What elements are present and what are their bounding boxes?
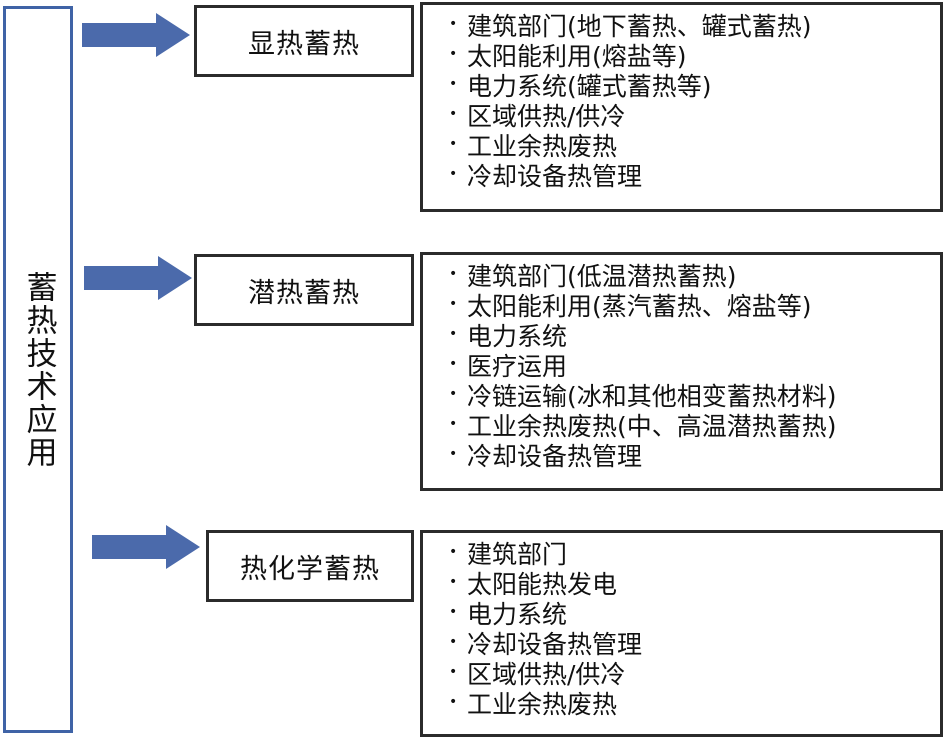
bullet-icon: •: [449, 76, 458, 92]
list-item: •工业余热废热(中、高温潜热蓄热): [449, 412, 837, 441]
bullet-icon: •: [449, 416, 458, 432]
list-item: •建筑部门: [449, 540, 568, 569]
bullet-icon: •: [449, 694, 458, 710]
list-item: •太阳能利用(蒸汽蓄热、熔盐等): [449, 292, 812, 321]
list-item: •冷却设备热管理: [449, 630, 643, 659]
root-node: 蓄热技术应用: [3, 6, 73, 733]
bullet-icon: •: [449, 574, 458, 590]
list-item: •建筑部门(地下蓄热、罐式蓄热): [449, 12, 812, 41]
list-item: •电力系统(罐式蓄热等): [449, 72, 712, 101]
bullet-icon: •: [449, 106, 458, 122]
bullet-icon: •: [449, 544, 458, 560]
category-box-thermochemical: 热化学蓄热: [206, 530, 414, 602]
bullet-icon: •: [449, 266, 458, 282]
arrow-right-icon: [92, 525, 200, 569]
list-item: •工业余热废热: [449, 132, 618, 161]
bullet-icon: •: [449, 136, 458, 152]
list-item: •电力系统: [449, 600, 568, 629]
bullet-icon: •: [449, 326, 458, 342]
bullet-icon: •: [449, 296, 458, 312]
arrow-right-icon: [84, 256, 192, 300]
bullet-icon: •: [449, 386, 458, 402]
list-item: •工业余热废热: [449, 690, 618, 719]
list-item: •电力系统: [449, 322, 568, 351]
bullet-icon: •: [449, 604, 458, 620]
list-item: •建筑部门(低温潜热蓄热): [449, 262, 737, 291]
application-list-thermochemical: •建筑部门 •太阳能热发电 •电力系统 •冷却设备热管理 •区域供热/供冷 •工…: [420, 530, 943, 737]
list-item: •冷链运输(冰和其他相变蓄热材料): [449, 382, 837, 411]
bullet-icon: •: [449, 446, 458, 462]
bullet-icon: •: [449, 46, 458, 62]
bullet-icon: •: [449, 664, 458, 680]
list-item: •太阳能热发电: [449, 570, 618, 599]
category-label: 显热蓄热: [248, 28, 360, 60]
arrow-right-icon: [82, 13, 190, 57]
application-list-sensible: •建筑部门(地下蓄热、罐式蓄热) •太阳能利用(熔盐等) •电力系统(罐式蓄热等…: [420, 2, 943, 212]
list-item: •区域供热/供冷: [449, 102, 626, 131]
list-item: •太阳能利用(熔盐等): [449, 42, 687, 71]
bullet-icon: •: [449, 356, 458, 372]
list-item: •冷却设备热管理: [449, 162, 643, 191]
bullet-icon: •: [449, 16, 458, 32]
bullet-icon: •: [449, 634, 458, 650]
list-item: •区域供热/供冷: [449, 660, 626, 689]
bullet-icon: •: [449, 166, 458, 182]
category-label: 热化学蓄热: [240, 553, 380, 585]
list-item: •冷却设备热管理: [449, 442, 643, 471]
category-box-sensible: 显热蓄热: [194, 5, 414, 77]
list-item: •医疗运用: [449, 352, 568, 381]
category-box-latent: 潜热蓄热: [194, 254, 414, 326]
category-label: 潜热蓄热: [248, 277, 360, 309]
root-label: 蓄热技术应用: [20, 270, 57, 469]
application-list-latent: •建筑部门(低温潜热蓄热) •太阳能利用(蒸汽蓄热、熔盐等) •电力系统 •医疗…: [420, 252, 943, 491]
